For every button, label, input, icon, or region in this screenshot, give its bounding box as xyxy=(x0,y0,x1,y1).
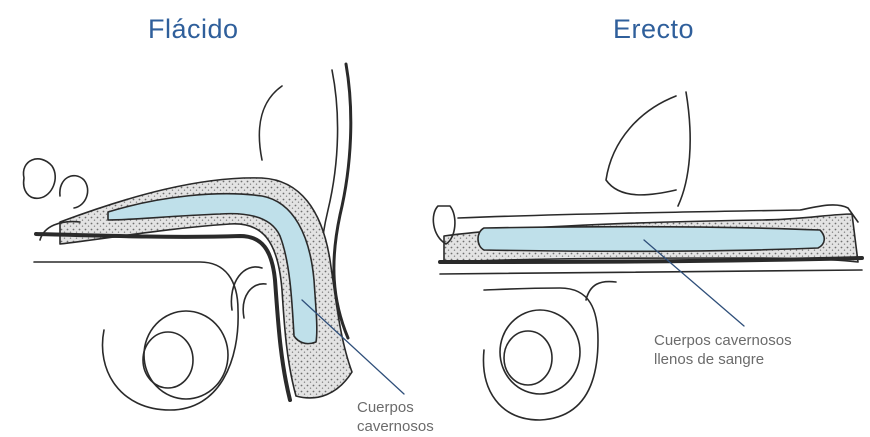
erect-under-outline xyxy=(440,270,862,274)
flaccid-glans xyxy=(23,159,55,198)
erect-abdominal-wall xyxy=(678,92,690,206)
flaccid-foreskin xyxy=(60,176,88,208)
flaccid-bladder-outline xyxy=(259,86,282,160)
flaccid-spermatic-cord-2 xyxy=(243,284,266,318)
flaccid-urethra xyxy=(36,234,290,400)
erect-corpora-cavernosa xyxy=(478,227,824,252)
erect-bladder-outline xyxy=(606,96,676,195)
label-flaccid-line1: Cuerpos xyxy=(357,398,434,417)
label-flaccid-corpora: Cuerpos cavernosos xyxy=(357,398,434,436)
label-erect-line2: llenos de sangre xyxy=(654,350,792,369)
flaccid-scrotum-outline xyxy=(34,262,238,410)
flaccid-diagram xyxy=(23,64,404,410)
label-erect-line1: Cuerpos cavernosos xyxy=(654,331,792,350)
erect-testicle-inner xyxy=(504,331,552,385)
erect-spermatic-cord xyxy=(586,282,616,300)
erect-diagram xyxy=(433,92,862,420)
flaccid-testicle-inner xyxy=(143,332,193,388)
label-flaccid-line2: cavernosos xyxy=(357,417,434,436)
label-erect-corpora: Cuerpos cavernosos llenos de sangre xyxy=(654,331,792,369)
